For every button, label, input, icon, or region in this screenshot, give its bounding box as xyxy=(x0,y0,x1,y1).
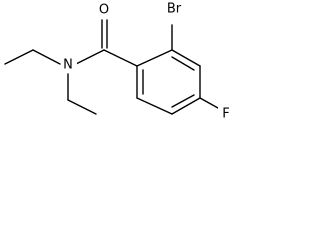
bond-n-ethyl-lower-2 xyxy=(67,99,97,115)
bond-ring-c1-c2 xyxy=(136,49,173,67)
bond-n-ethyl-upper-2 xyxy=(4,49,34,65)
bond-carbonyl-n xyxy=(75,49,105,65)
bond-ring-c2-c3-inner xyxy=(171,56,195,71)
bond-carbonyl-ring xyxy=(103,49,138,67)
oxygen-atom-label: O xyxy=(99,3,109,18)
nitrogen-atom-label: N xyxy=(63,58,73,73)
bond-ring-fluorine xyxy=(199,97,219,109)
structure-canvas: O N Br F xyxy=(0,0,252,136)
molecule-structure: O N Br F xyxy=(4,0,234,122)
oxygen-label-bg xyxy=(97,2,113,18)
fluorine-label-bg xyxy=(218,106,234,122)
nitrogen-label-bg xyxy=(61,57,77,73)
bromine-atom-label: Br xyxy=(167,2,182,17)
bond-n-ethyl-upper-1 xyxy=(32,49,61,65)
bond-ring-c4-c5-inner xyxy=(171,94,195,108)
fluorine-atom-label: F xyxy=(222,107,229,122)
bond-ring-c4-c5 xyxy=(171,97,201,115)
bond-ring-c5-c6 xyxy=(136,97,173,115)
bond-ring-c2-c3 xyxy=(171,49,201,67)
bromine-label-bg xyxy=(163,0,185,20)
